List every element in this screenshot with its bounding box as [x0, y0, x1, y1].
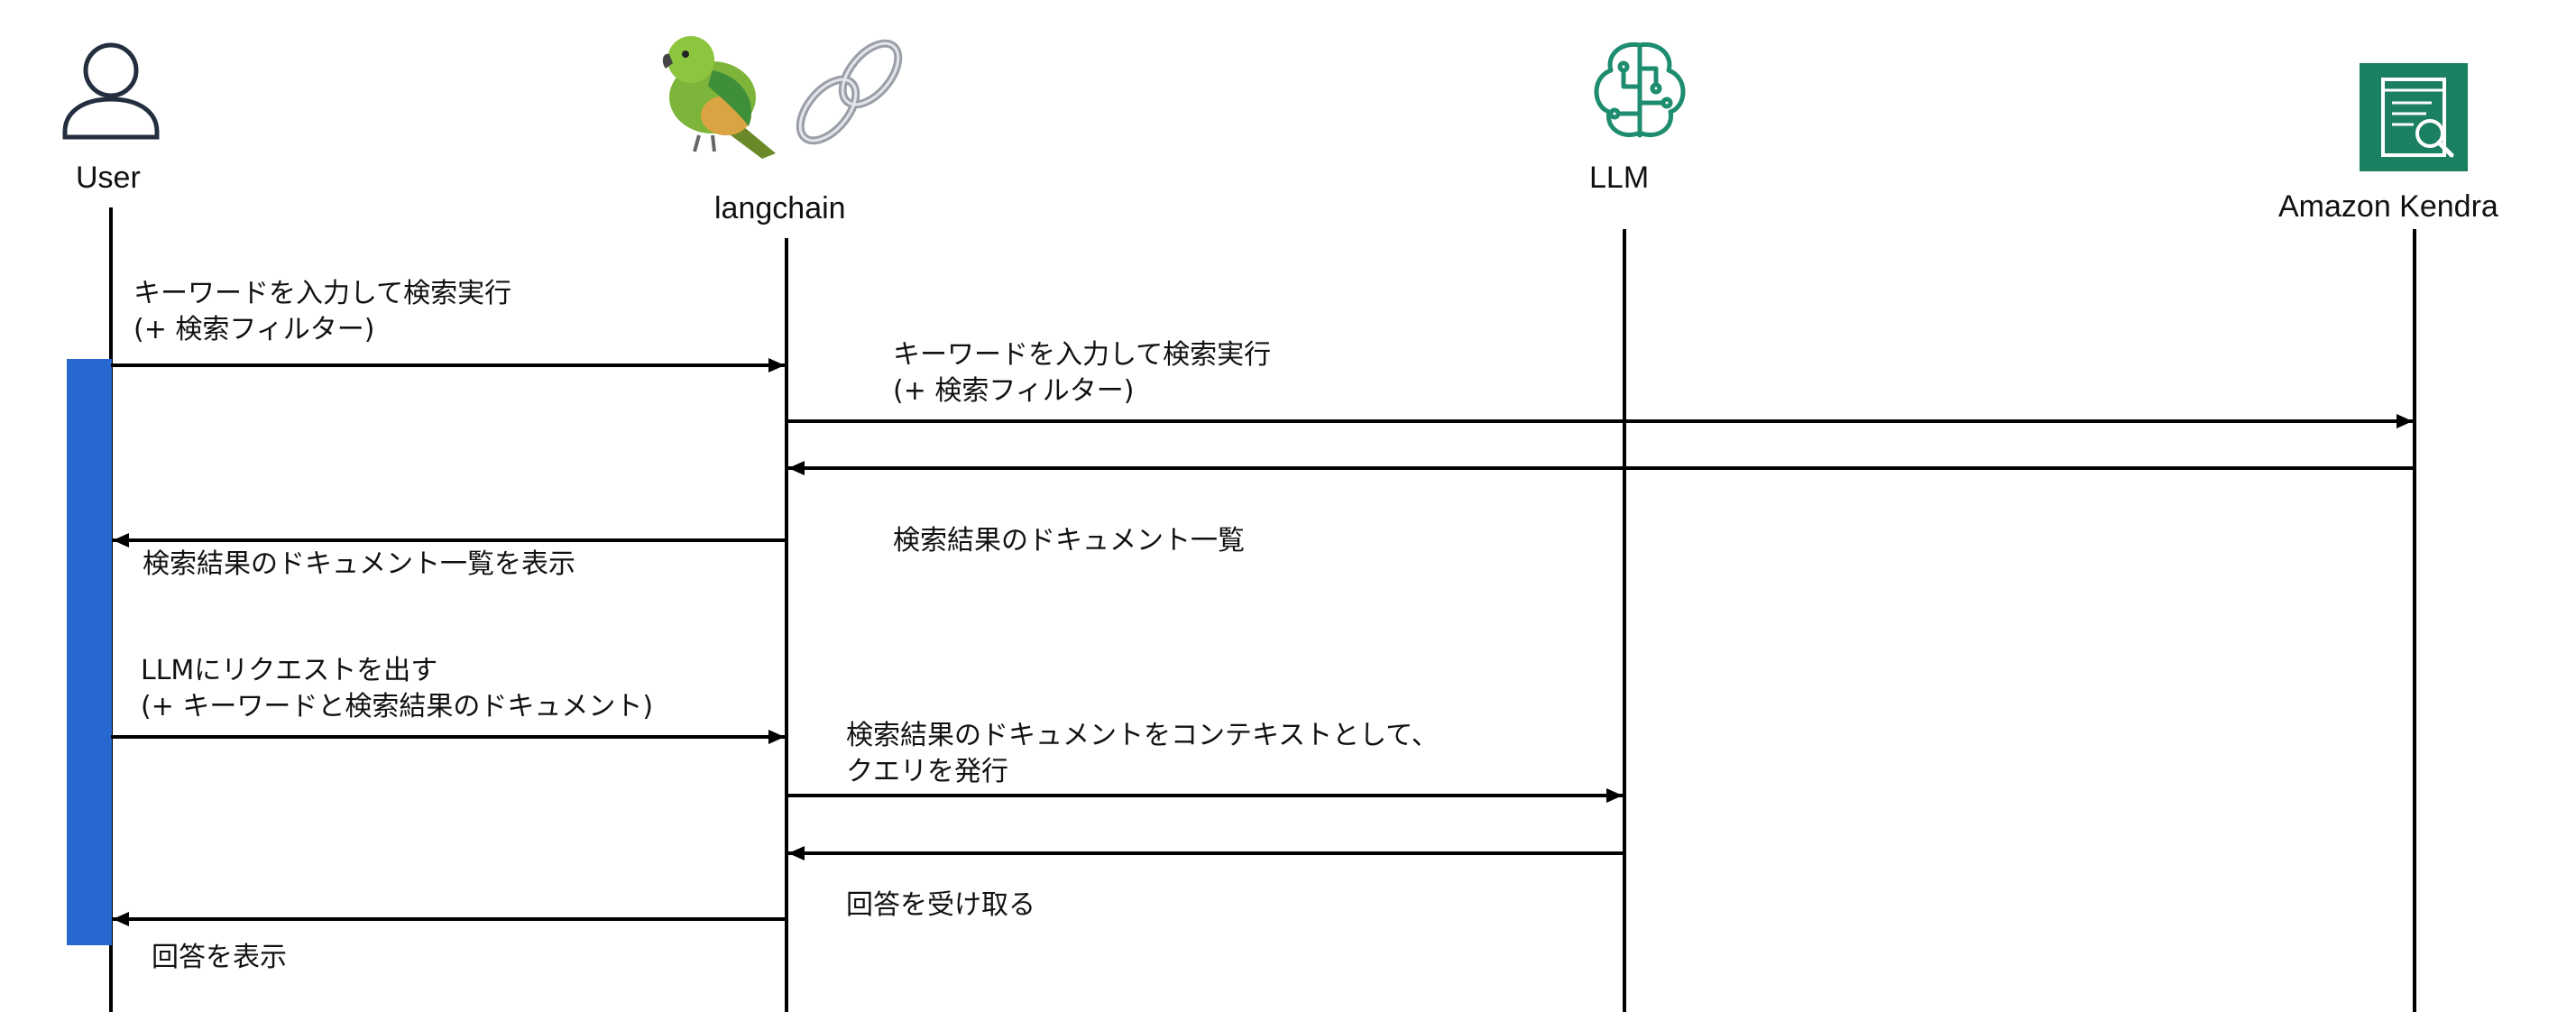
brain-circuit-icon: [1594, 41, 1686, 138]
actor-label-kendra: Amazon Kendra: [2278, 189, 2498, 224]
message-label-5: LLMにリクエストを出す (+ キーワードと検索結果のドキュメント): [141, 655, 654, 722]
message-label-6: 検索結果のドキュメントをコンテキストとして、 クエリを発行: [846, 720, 1439, 787]
message-label-4: 検索結果のドキュメント一覧を表示: [143, 548, 575, 580]
user-activation-bar: [67, 359, 112, 945]
actor-label-langchain: langchain: [714, 191, 846, 225]
message-label-3: 検索結果のドキュメント一覧: [893, 525, 1245, 557]
message-label-1: キーワードを入力して検索実行 (+ 検索フィルター): [133, 278, 512, 345]
message-label-2: キーワードを入力して検索実行 (+ 検索フィルター): [893, 339, 1272, 407]
parrot-and-chain-icon: [662, 36, 903, 159]
message-label-7: 回答を受け取る: [846, 889, 1035, 921]
user-icon: [62, 42, 160, 140]
actor-label-user: User: [76, 161, 141, 195]
actor-label-llm: LLM: [1589, 161, 1650, 195]
document-search-icon: [2360, 63, 2468, 171]
message-label-8: 回答を表示: [152, 942, 287, 973]
